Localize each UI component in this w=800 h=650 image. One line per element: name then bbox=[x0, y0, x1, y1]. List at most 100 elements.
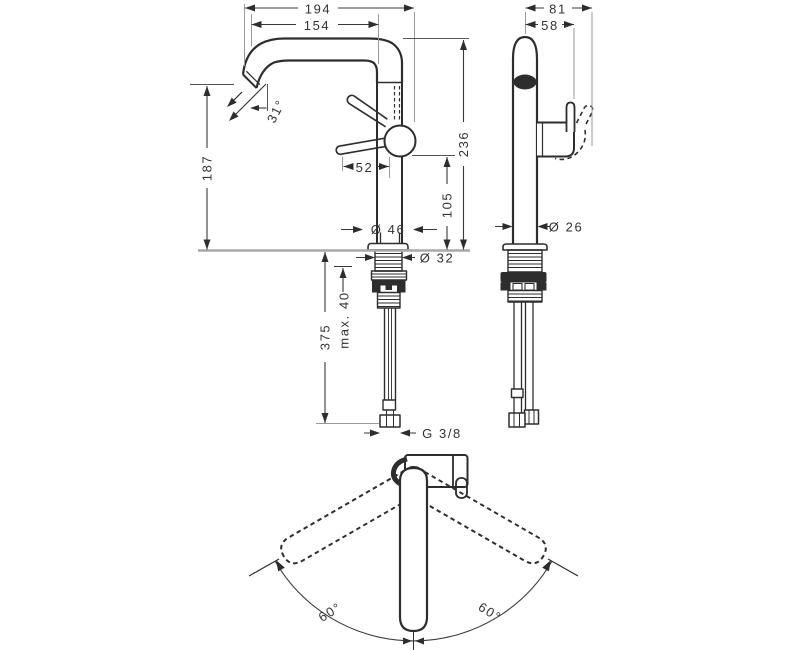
dim-spray-angle: 31° bbox=[227, 83, 288, 125]
lever-raised bbox=[346, 94, 388, 128]
side-handle-swing-arc bbox=[554, 129, 587, 161]
fastening-collar-ribs bbox=[371, 273, 407, 278]
supply-pipe-inner bbox=[388, 308, 392, 400]
dim-connection-thread: G 3/8 bbox=[364, 426, 462, 441]
fastening-tab-center bbox=[385, 285, 392, 290]
side-hose-fitting-right bbox=[523, 409, 540, 425]
dim-194-arrow-right bbox=[404, 4, 414, 12]
dim-81-arrow-left bbox=[525, 4, 536, 12]
dim-187-arrow-top bbox=[203, 86, 211, 96]
dim-105-label: 105 bbox=[440, 192, 455, 219]
dim-375-arrow-top bbox=[321, 252, 329, 262]
side-nut-lug-left bbox=[500, 282, 511, 291]
dim-52-extensions bbox=[342, 157, 390, 178]
pipe-collar bbox=[382, 399, 397, 411]
swivel-extension-right bbox=[547, 558, 579, 577]
fastening-lug-right bbox=[397, 285, 406, 293]
dim-total-height: 236 bbox=[403, 38, 471, 250]
hex-fitting bbox=[379, 414, 401, 428]
dim-32-arrow-right bbox=[402, 254, 412, 261]
side-hose-collar bbox=[510, 388, 524, 399]
dim-81-extensions bbox=[525, 12, 593, 146]
dim-spout-length: 194 bbox=[244, 2, 415, 122]
side-mounting-nut bbox=[500, 272, 547, 283]
dim-max-mounting-thickness: max. 40 bbox=[334, 265, 352, 349]
swivel-arrow-left bbox=[276, 560, 285, 572]
lower-thread-ribs bbox=[377, 295, 400, 307]
top-spout-left-position bbox=[280, 465, 429, 565]
dim-236-label: 236 bbox=[456, 131, 471, 158]
dim-lever-height: 105 bbox=[412, 155, 455, 250]
top-spout-right-position bbox=[398, 465, 547, 565]
side-outlet-ellipse bbox=[513, 74, 537, 90]
dim-32-arrow-left bbox=[365, 254, 375, 261]
fastening-lug-left bbox=[372, 285, 381, 293]
dim-154-label: 154 bbox=[304, 18, 331, 33]
front-view bbox=[198, 37, 470, 428]
side-hose-fitting-left bbox=[508, 412, 526, 428]
dim-column-diameter: Ø 26 bbox=[495, 220, 582, 235]
dim-g38-arrow-right bbox=[400, 429, 410, 437]
dim-58-arrow-left bbox=[525, 21, 536, 28]
top-spout-center-position bbox=[398, 466, 429, 633]
dim-max40-arrow bbox=[339, 268, 347, 278]
dim-154-arrow-left bbox=[251, 21, 262, 28]
dim-46-label: Ø 46 bbox=[371, 222, 406, 237]
side-nut-lug-right bbox=[536, 282, 547, 291]
dim-shank-diameter: Ø 32 bbox=[356, 251, 455, 266]
top-swivel-view: 60° 60° bbox=[248, 454, 579, 650]
dim-46-arrow-left bbox=[353, 226, 363, 233]
dim-375-arrow-bottom bbox=[321, 413, 329, 423]
dimensions: 194 154 81 58 bbox=[190, 2, 593, 441]
joystick-ball bbox=[383, 124, 417, 158]
dim-81-arrow-right bbox=[582, 4, 592, 12]
spout-tip-face bbox=[242, 73, 258, 89]
dim-31-arrow bbox=[250, 105, 259, 111]
dim-154-arrow-right bbox=[368, 21, 379, 28]
spout-outer-edge bbox=[241, 37, 404, 83]
dim-g38-label: G 3/8 bbox=[422, 426, 462, 441]
side-lower-thread bbox=[507, 289, 543, 303]
dim-58-arrow-right bbox=[564, 21, 574, 28]
fastening-nut-band bbox=[372, 280, 406, 286]
dim-32-label: Ø 32 bbox=[420, 251, 455, 266]
side-nut-window-right bbox=[524, 282, 535, 291]
dim-236-arrow-bottom bbox=[460, 239, 467, 250]
spout-inner-edge bbox=[255, 59, 379, 89]
supply-pipe-outer bbox=[383, 308, 397, 400]
side-lower-thread-ribs bbox=[508, 293, 542, 302]
dim-154-extensions bbox=[251, 14, 379, 64]
spout-aerator-line bbox=[245, 70, 261, 86]
side-lever-pin-swung bbox=[575, 104, 594, 128]
lower-thread bbox=[376, 291, 401, 309]
side-hose-fitting-right-facets bbox=[528, 410, 535, 424]
dim-105-arrow-top bbox=[443, 157, 451, 167]
shank-thread-ribs bbox=[375, 253, 402, 268]
dim-194-arrow-left bbox=[245, 4, 255, 12]
dim-52-arrow-right bbox=[379, 163, 389, 170]
dim-194-extensions bbox=[244, 4, 415, 122]
swivel-left-label: 60° bbox=[316, 599, 345, 625]
dim-spout-reach: 154 bbox=[251, 14, 379, 64]
flow-direction-tail bbox=[233, 91, 243, 101]
swivel-extension-left bbox=[248, 558, 280, 577]
side-hose-fitting-left-facets bbox=[513, 413, 520, 427]
dim-81-label: 81 bbox=[549, 2, 567, 17]
dim-52-arrow-left bbox=[343, 163, 354, 170]
dim-max40-label: max. 40 bbox=[337, 291, 352, 348]
escutcheon bbox=[367, 242, 409, 251]
dim-riser-length: 375 bbox=[316, 252, 379, 424]
swivel-center-arrow-left bbox=[403, 637, 412, 645]
dim-26-arrow-right bbox=[537, 223, 548, 230]
side-hoses bbox=[513, 302, 534, 413]
dim-lever-length: 52 bbox=[342, 157, 390, 178]
dim-base-diameter: Ø 46 bbox=[341, 222, 437, 237]
side-nut-window-left bbox=[512, 282, 523, 291]
dim-52-label: 52 bbox=[356, 160, 374, 175]
dim-105-arrow-bottom bbox=[443, 239, 451, 250]
swivel-arrow-right bbox=[542, 560, 551, 572]
side-column bbox=[511, 35, 539, 244]
dim-g38-arrow-left bbox=[370, 429, 380, 437]
hidden-cartridge-dashes bbox=[393, 86, 401, 122]
